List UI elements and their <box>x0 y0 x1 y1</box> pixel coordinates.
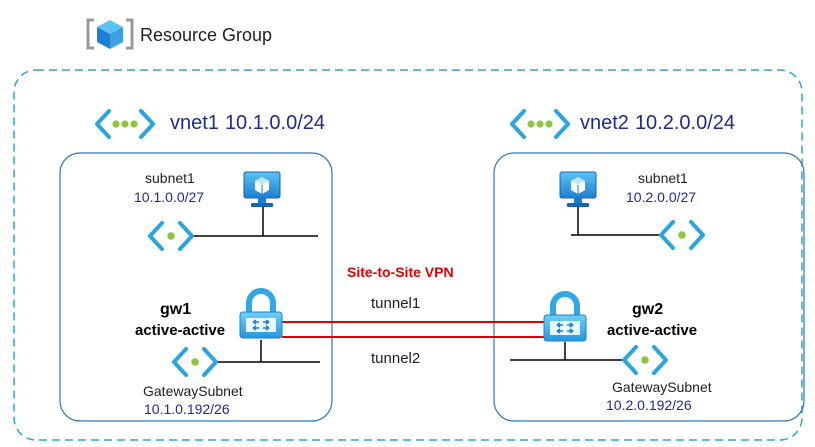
vnet2-virtual-network-icon <box>510 109 570 139</box>
vnet1-virtual-machine-icon <box>243 171 281 208</box>
gw1-name: gw1 <box>160 301 192 318</box>
vnet1-name: vnet1 <box>170 112 219 134</box>
vnet2-subnet-address: 10.2.0.0/27 <box>626 189 697 205</box>
gw2-vpn-gateway-lock-icon <box>544 294 586 341</box>
vnet1-box <box>59 152 333 422</box>
resource-group-boundary <box>13 69 803 441</box>
vnet2-name: vnet2 <box>580 112 629 134</box>
gw1-mode: active-active <box>135 322 226 339</box>
vnet1-subnet-name: subnet1 <box>145 170 195 186</box>
vnet1-subnet-icon <box>148 221 194 251</box>
vnet2-subnet-name: subnet1 <box>638 170 688 186</box>
gw2-name: gw2 <box>632 301 664 318</box>
vnet2-subnet-icon <box>659 220 705 250</box>
gw2-mode: active-active <box>607 322 698 339</box>
vnet1-virtual-network-icon <box>95 109 155 139</box>
gw1-vpn-gateway-lock-icon <box>240 291 282 338</box>
site-to-site-vpn-label: Site-to-Site VPN <box>347 264 454 280</box>
vnet2-box <box>493 152 805 422</box>
vnet2-virtual-machine-icon <box>559 171 597 208</box>
vnet2-gateway-subnet-icon <box>622 345 668 375</box>
vnet1-gateway-subnet-name: GatewaySubnet <box>143 383 243 399</box>
vnet2-gateway-subnet-name: GatewaySubnet <box>612 379 712 395</box>
vnet1-gateway-subnet-icon <box>172 347 218 377</box>
vnet2-gateway-subnet-address: 10.2.0.192/26 <box>606 397 692 413</box>
vnet2-address: 10.2.0.0/24 <box>634 112 736 134</box>
resource-group-label: Resource Group <box>140 25 273 45</box>
tunnel1-label: tunnel1 <box>371 295 421 312</box>
tunnel2-label: tunnel2 <box>371 350 421 367</box>
vnet1-address: 10.1.0.0/24 <box>224 112 326 134</box>
resource-group-cube-icon <box>86 18 134 50</box>
vnet1-gateway-subnet-address: 10.1.0.192/26 <box>144 401 230 417</box>
vnet1-subnet-address: 10.1.0.0/27 <box>134 189 205 205</box>
